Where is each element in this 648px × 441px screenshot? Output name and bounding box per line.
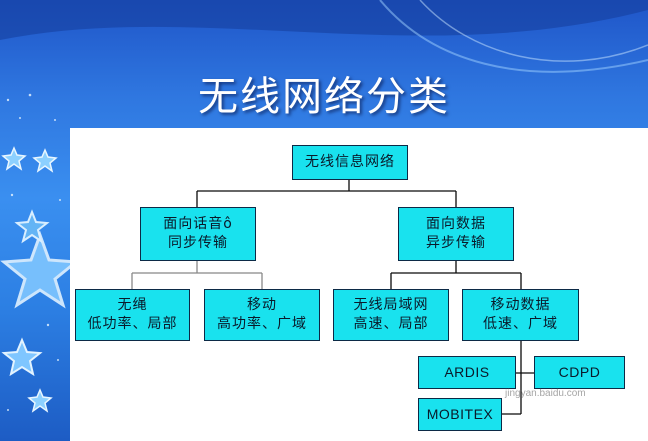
node-voice-sync: 面向话音ô 同步传输 [140,207,256,261]
node-ardis: ARDIS [418,356,516,389]
watermark-text: jingyan.baidu.com [505,388,586,399]
node-data-async: 面向数据 异步传输 [398,207,514,261]
node-mobitex: MOBITEX [418,398,502,431]
node-mobile-data: 移动数据 低速、广域 [462,289,579,341]
node-label-line2: 高速、局部 [353,316,429,332]
node-label-line1: 无绳 [117,297,148,313]
node-label-line1: 无线局域网 [353,297,429,313]
node-label: 无线信息网络 [305,154,395,170]
node-cdpd: CDPD [534,356,625,389]
node-label-line2: 低速、广域 [483,316,558,332]
node-mobile: 移动 高功率、广域 [204,289,320,341]
node-label: MOBITEX [426,406,494,422]
node-label-line1: 面向数据 [426,216,486,232]
node-cordless: 无绳 低功率、局部 [75,289,190,341]
node-label: CDPD [558,364,601,380]
node-label-line2: 同步传输 [168,235,228,251]
node-label-line2: 高功率、广域 [217,316,307,332]
node-label-line1: 移动 [247,297,277,313]
node-label: ARDIS [444,364,490,380]
node-wlan: 无线局域网 高速、局部 [333,289,449,341]
node-wireless-info-network: 无线信息网络 [292,145,408,180]
node-label-line2: 异步传输 [426,235,486,251]
node-label-line1: 面向话音ô [163,216,233,232]
node-label-line2: 低功率、局部 [87,316,178,332]
slide-title: 无线网络分类 [198,74,450,120]
node-label-line1: 移动数据 [490,297,551,313]
